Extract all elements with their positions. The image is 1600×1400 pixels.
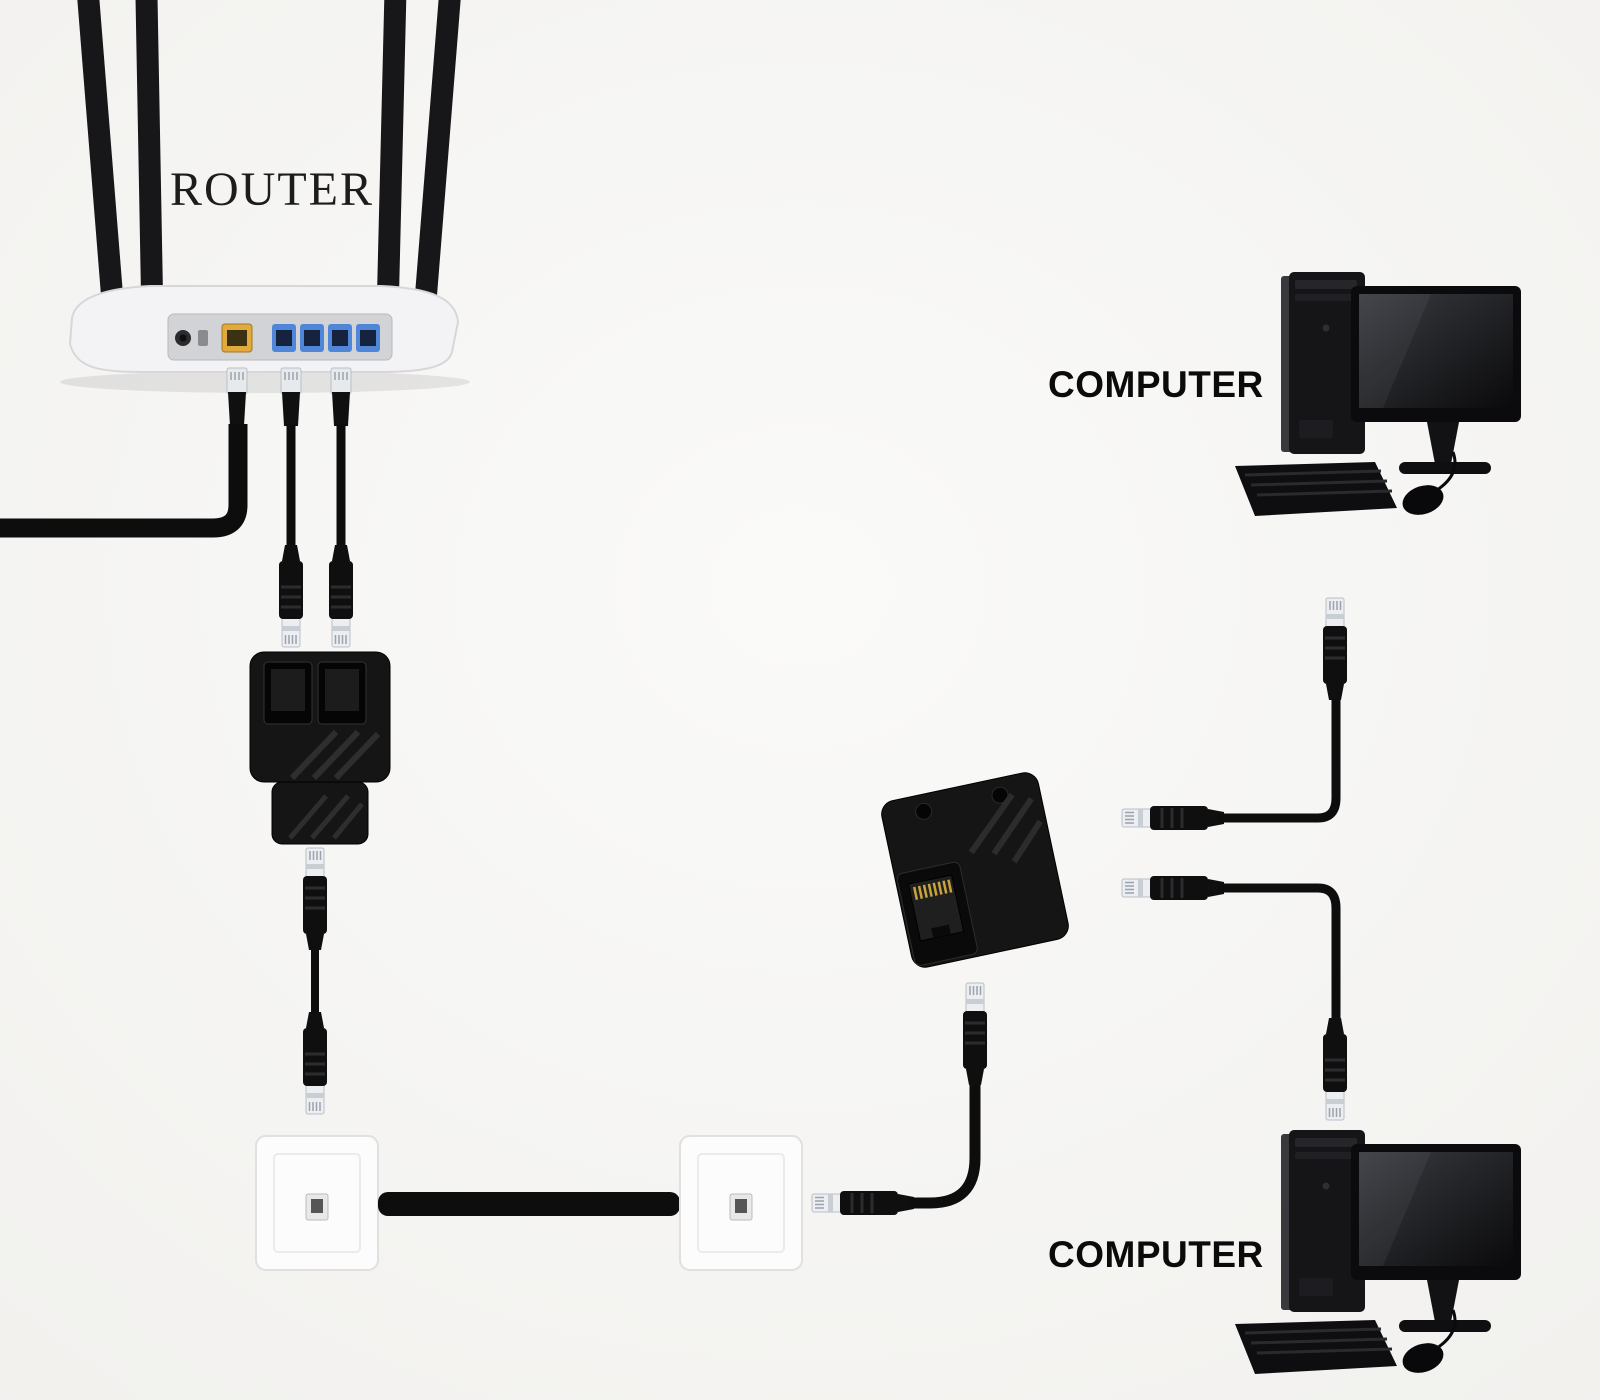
- rj45-plug-icon: [327, 543, 355, 649]
- computer-top-label: COMPUTER: [1048, 364, 1264, 405]
- rj45-plug-icon: [277, 543, 305, 649]
- splitter-rear-port-icon: [915, 802, 933, 820]
- port-pins-icon: [912, 879, 953, 900]
- in-wall-cable: [378, 1192, 680, 1216]
- wall-jack-opening: [735, 1199, 747, 1213]
- rj45-plug-icon: [1321, 1016, 1349, 1122]
- wifi-router: [60, 0, 470, 393]
- rj45-plug-icon: [1321, 596, 1349, 702]
- wan-port-opening: [227, 330, 247, 346]
- ethernet-cable: [908, 1082, 981, 1209]
- lan-port-opening: [276, 330, 292, 346]
- splitter-right-output-top: [1120, 596, 1349, 832]
- lan-port-opening: [332, 330, 348, 346]
- rj45-plug-icon: [1120, 874, 1226, 902]
- rj45-plug-icon: [1120, 804, 1226, 832]
- lan-ports: [272, 324, 380, 352]
- router-cables: [0, 367, 355, 649]
- rj45-plug-icon: [810, 1189, 916, 1217]
- ethernet-wall-plate-right: [679, 1135, 803, 1271]
- wall-jack-opening: [311, 1199, 323, 1213]
- splitter-port-notch: [281, 711, 295, 719]
- antenna-icon: [377, 0, 407, 306]
- splitter-port-opening: [271, 669, 305, 711]
- rj45-plug-icon: [280, 367, 302, 427]
- reset-button-icon: [198, 330, 208, 346]
- computer-bottom-label: COMPUTER: [1048, 1234, 1264, 1275]
- router-shadow: [60, 371, 470, 393]
- lan-port-opening: [304, 330, 320, 346]
- antenna-icon: [415, 0, 461, 306]
- rj45-plug-icon: [226, 367, 248, 427]
- splitter-rear-port-icon: [991, 786, 1009, 804]
- rj45-splitter-right: [881, 772, 1069, 968]
- ethernet-cable-to-left: [0, 424, 248, 538]
- rj45-plug-icon: [330, 367, 352, 427]
- power-jack-pin: [179, 334, 187, 342]
- splitter-hatching: [968, 792, 1043, 864]
- splitter-port-notch: [335, 711, 349, 719]
- rj45-plug-icon: [301, 1010, 329, 1116]
- ethernet-cable: [1218, 883, 1341, 1020]
- splitter-port-notch: [931, 924, 951, 939]
- lan-port-opening: [360, 330, 376, 346]
- rj45-splitter-left: [249, 651, 391, 845]
- router-label: ROUTER: [170, 163, 374, 216]
- splitter-hatching: [289, 729, 381, 781]
- splitter-port-opening: [325, 669, 359, 711]
- wall-plate-inner-frame: [697, 1153, 785, 1253]
- router-antennas: [77, 0, 461, 306]
- splitter-tail-hatching: [288, 794, 364, 840]
- ethernet-wall-plate-left: [255, 1135, 379, 1271]
- ethernet-cable: [1218, 700, 1341, 823]
- wall-plate-inner-frame: [273, 1153, 361, 1253]
- wall-to-splitter-cable: [810, 981, 989, 1217]
- antenna-icon: [77, 0, 123, 306]
- antenna-icon: [135, 0, 163, 306]
- splitter-right-output-bottom: [1120, 874, 1349, 1122]
- rj45-plug-icon: [961, 981, 989, 1087]
- splitter-left-patch-cable: [301, 846, 329, 1116]
- rj45-plug-icon: [301, 846, 329, 952]
